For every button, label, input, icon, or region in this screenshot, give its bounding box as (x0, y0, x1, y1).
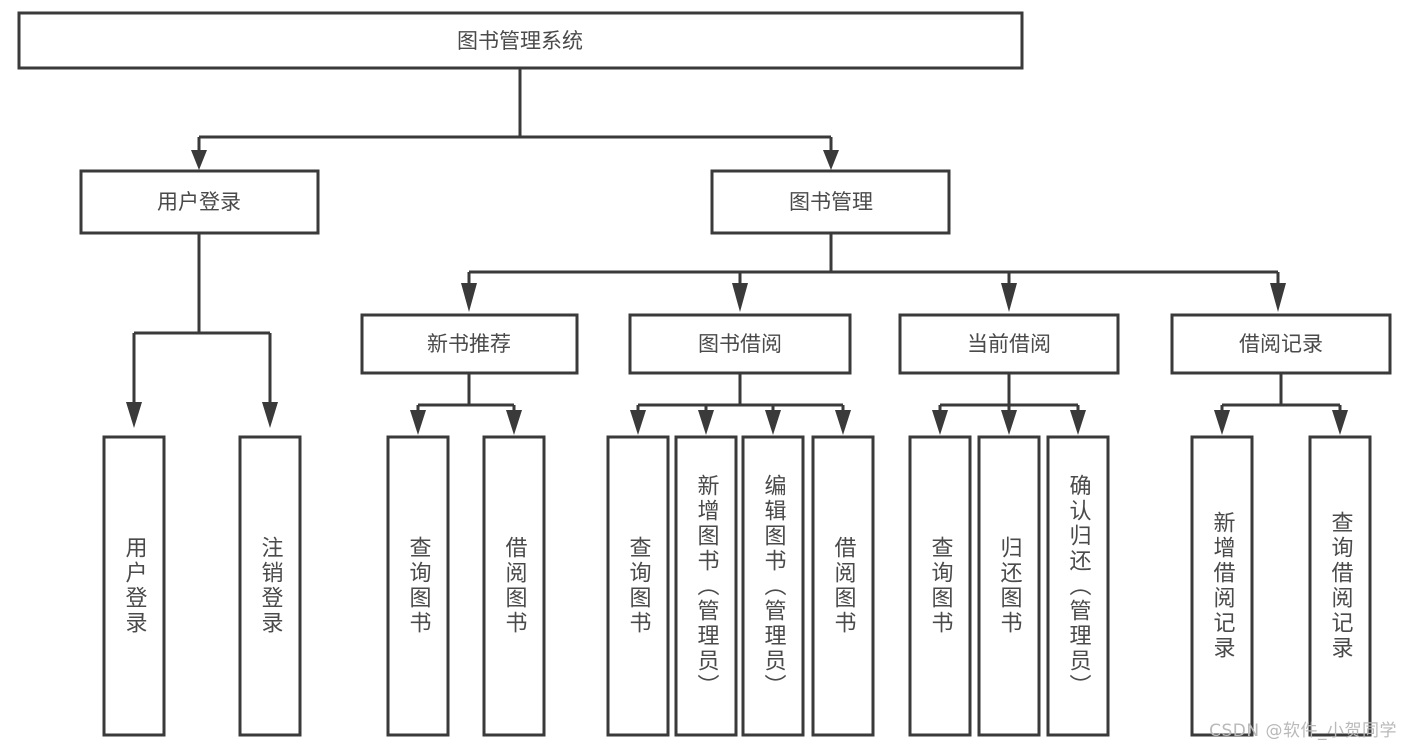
leaf-box-book-borrow-0[interactable] (606, 435, 670, 737)
node-user-login[interactable]: 用户登录 (79, 169, 320, 235)
arrow-head-book-manage (823, 150, 839, 170)
leaf-box-book-borrow-3[interactable] (811, 435, 875, 737)
leaf-box-user-login-1[interactable] (238, 435, 302, 737)
leaf-box-current-borrow-2[interactable] (1046, 435, 1110, 737)
node-user-login-box (79, 169, 320, 235)
node-user-login-label: 用户登录 (157, 190, 241, 214)
connector-new-book-rec-to-leaves (410, 373, 522, 435)
leaf-box-book-borrow-1[interactable] (674, 435, 738, 737)
csdn-watermark: CSDN @软件_小贺同学 (1209, 721, 1397, 741)
connector-borrow-record-to-leaves (1214, 373, 1348, 435)
arrow-head-user-login (191, 150, 207, 170)
connector-root-to-level2 (191, 68, 839, 170)
node-current-borrow-label: 当前借阅 (967, 332, 1051, 356)
connector-current-borrow-to-leaves (932, 373, 1086, 435)
leaf-box-borrow-record-1[interactable] (1308, 435, 1372, 737)
node-book-borrow[interactable]: 图书借阅 (628, 313, 852, 375)
node-book-borrow-label: 图书借阅 (698, 332, 782, 356)
leaf-box-new-book-rec-0[interactable] (386, 435, 450, 737)
connector-user-login-to-leaves (126, 233, 278, 428)
leaf-box-new-book-rec-1[interactable] (482, 435, 546, 737)
leaf-box-current-borrow-1[interactable] (977, 435, 1041, 737)
node-root[interactable]: 图书管理系统 (17, 11, 1024, 70)
connector-book-borrow-to-leaves (630, 373, 851, 435)
connector-book-manage-to-level3 (461, 233, 1286, 312)
leaf-box-user-login-0[interactable] (102, 435, 166, 737)
node-book-manage[interactable]: 图书管理 (710, 169, 951, 235)
leaf-box-book-borrow-2[interactable] (741, 435, 805, 737)
leaf-box-borrow-record-0[interactable] (1190, 435, 1254, 737)
node-root-label: 图书管理系统 (457, 29, 583, 53)
node-new-book-rec-label: 新书推荐 (427, 332, 511, 356)
node-borrow-record[interactable]: 借阅记录 (1170, 313, 1392, 375)
node-root-box (17, 11, 1024, 70)
leaf-box-current-borrow-0[interactable] (908, 435, 972, 737)
node-new-book-rec-box (360, 313, 579, 375)
node-current-borrow[interactable]: 当前借阅 (898, 313, 1120, 375)
node-new-book-rec[interactable]: 新书推荐 (360, 313, 579, 375)
node-current-borrow-box (898, 313, 1120, 375)
node-borrow-record-label: 借阅记录 (1239, 332, 1323, 356)
node-book-manage-label: 图书管理 (789, 190, 873, 214)
